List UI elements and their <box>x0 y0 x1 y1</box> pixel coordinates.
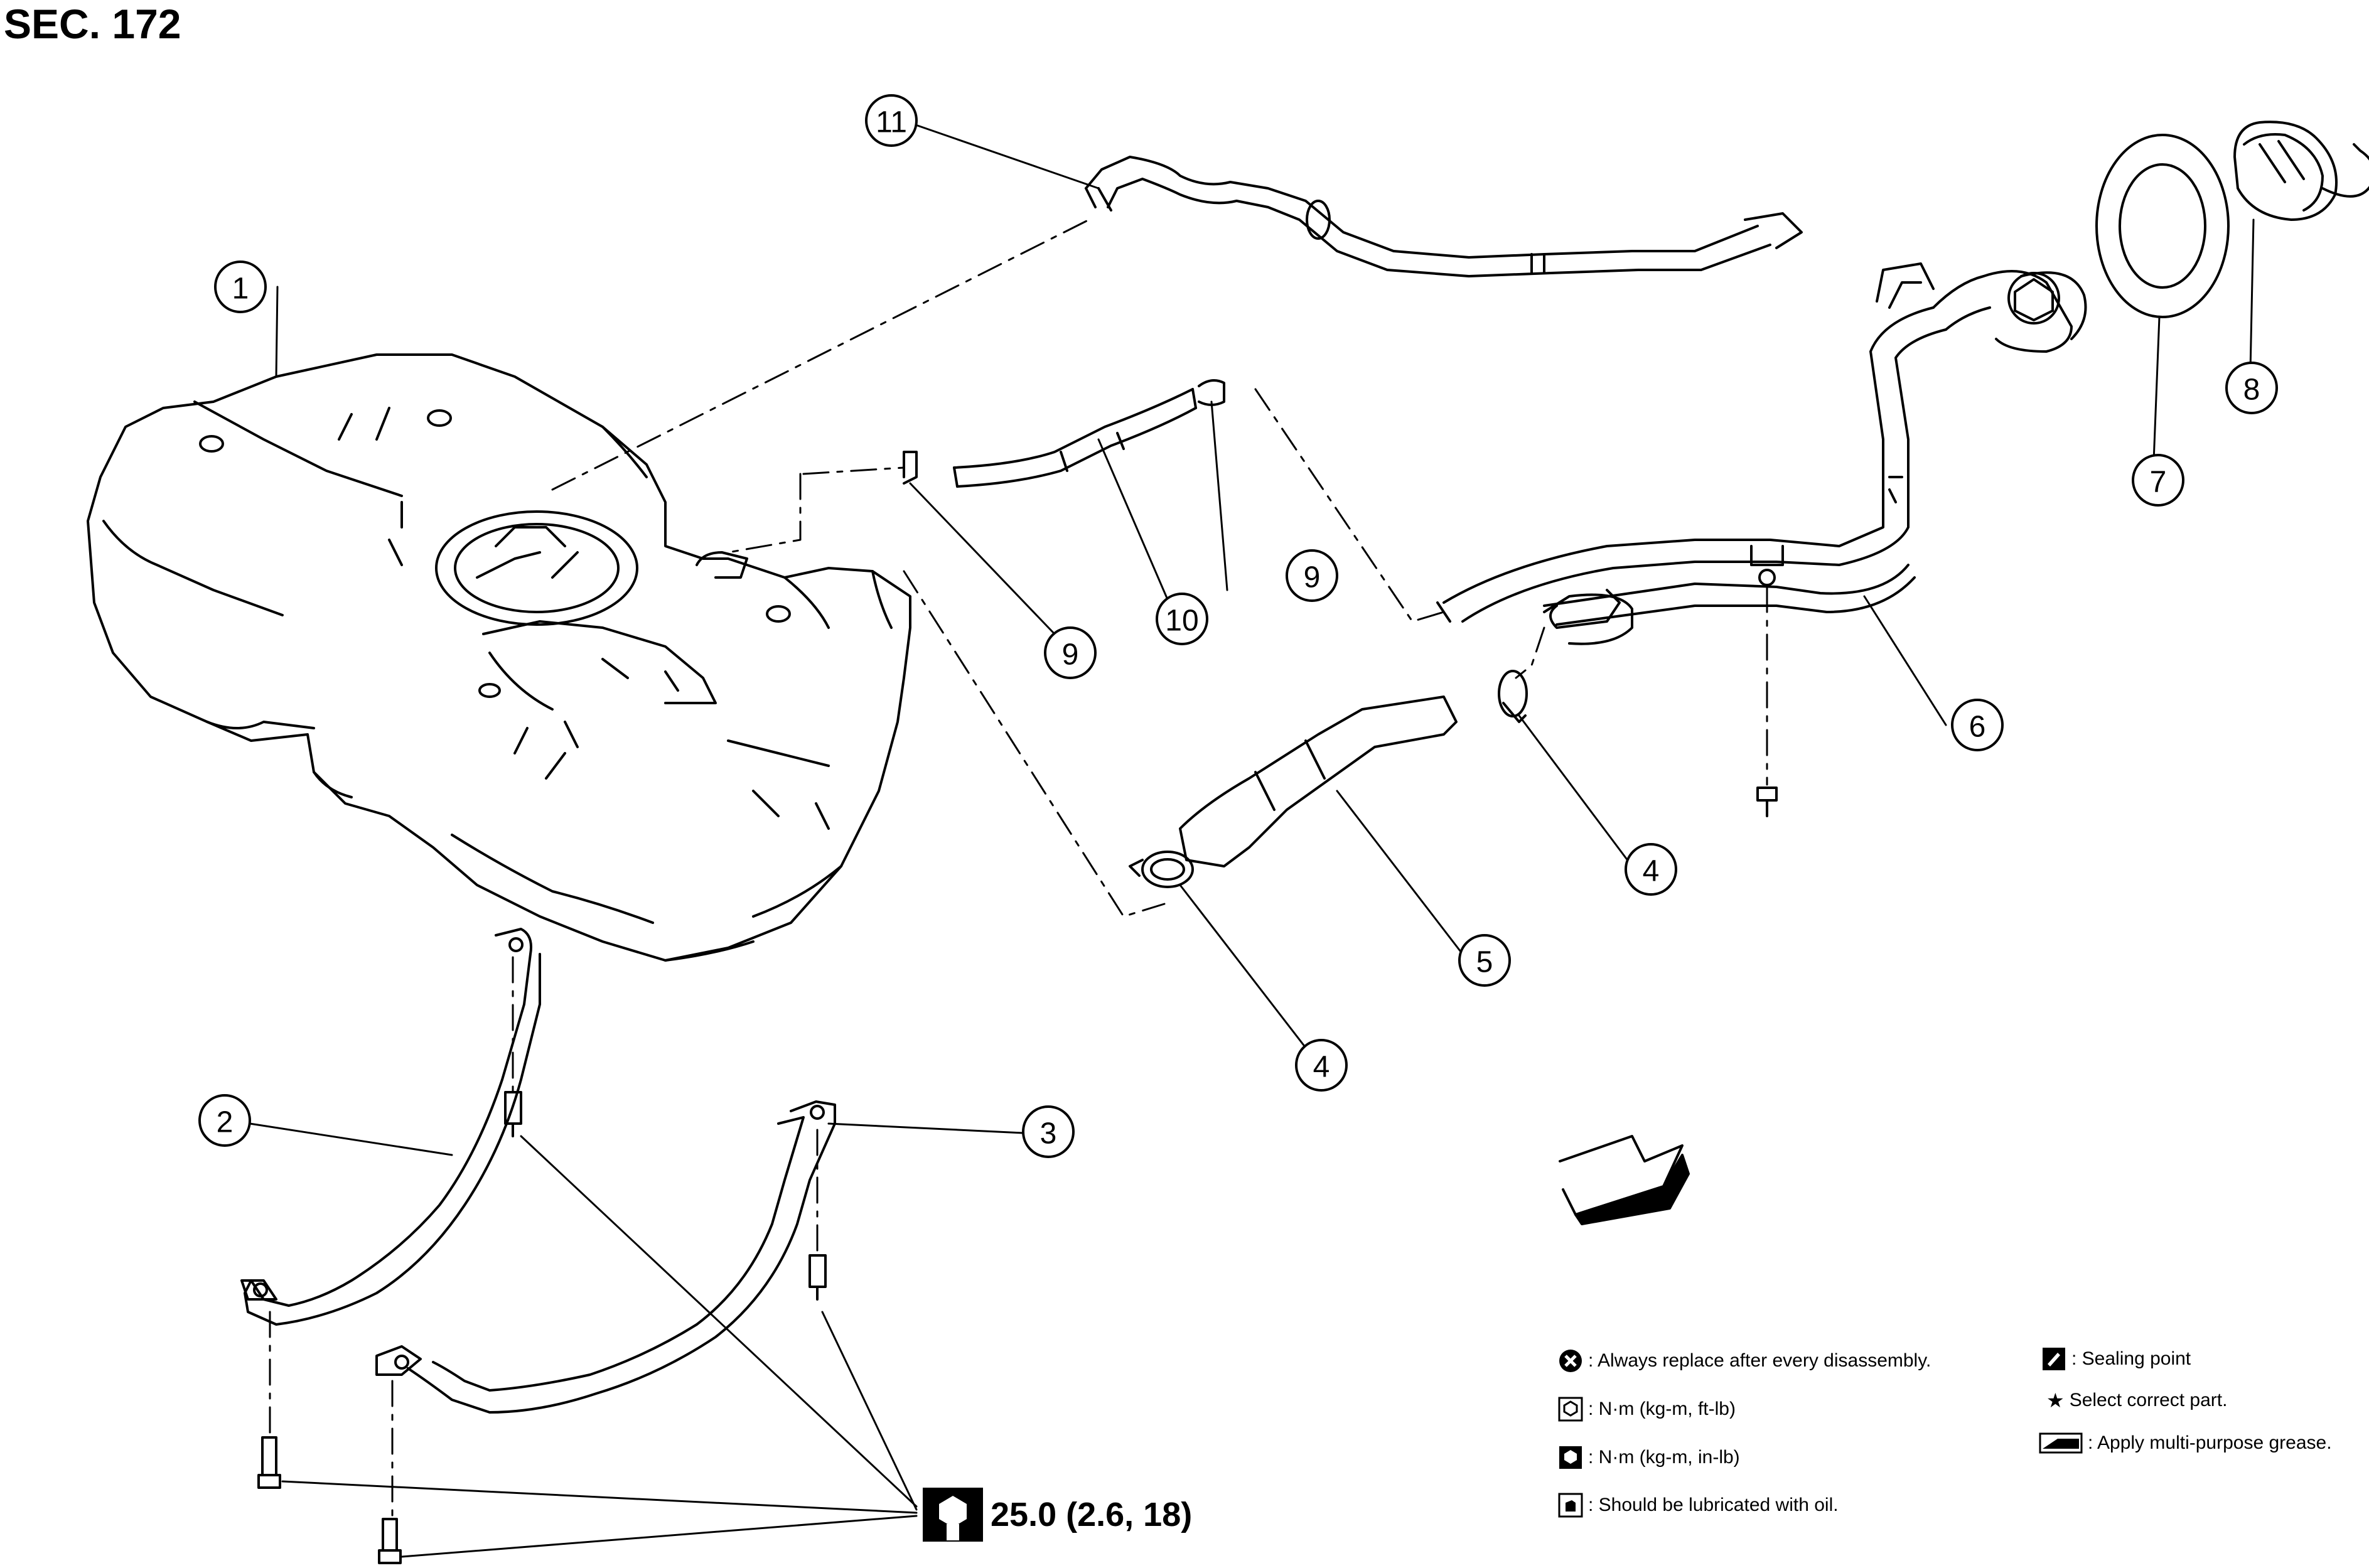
callout-6: 6 <box>1951 699 2004 751</box>
legend-sealing-text: : Sealing point <box>2071 1348 2191 1369</box>
wrench-torque-icon <box>1558 1397 1583 1422</box>
svg-text:9: 9 <box>1062 638 1079 672</box>
callout-2: 2 <box>198 1094 251 1147</box>
svg-text:5: 5 <box>1476 946 1493 979</box>
strap-bolt-2 <box>808 1254 827 1301</box>
svg-text:4: 4 <box>1313 1051 1330 1084</box>
callout-4-upper: 4 <box>1625 843 1677 896</box>
hose-clamp-lower <box>1129 851 1194 888</box>
legend-grease-text: : Apply multi-purpose grease. <box>2088 1432 2332 1453</box>
vent-hose-11 <box>1085 156 1803 277</box>
filler-tube <box>1436 262 2087 629</box>
oil-can-icon <box>1558 1493 1583 1518</box>
hose-clamp-upper <box>1498 670 1528 723</box>
strap-bolt-4 <box>378 1518 402 1564</box>
callout-1: 1 <box>214 260 267 313</box>
legend-select: ★ Select correct part. <box>2046 1388 2227 1412</box>
strap-bolt-1 <box>504 1091 522 1137</box>
legend-replace-text: : Always replace after every disassembly… <box>1588 1350 1931 1371</box>
hose-5 <box>1179 593 1633 867</box>
wrench-torque-icon <box>923 1488 983 1542</box>
legend-torque-inlb-text: : N·m (kg-m, in-lb) <box>1588 1447 1740 1468</box>
callout-10: 10 <box>1156 593 1208 645</box>
filler-bracket-bolt <box>1756 787 1778 817</box>
legend-torque-inlb: : N·m (kg-m, in-lb) <box>1558 1445 1740 1470</box>
svg-text:3: 3 <box>1040 1117 1057 1151</box>
callout-7: 7 <box>2132 454 2184 507</box>
legend-grease: : Apply multi-purpose grease. <box>2039 1432 2332 1454</box>
sealant-tube-icon <box>2043 1348 2065 1370</box>
svg-text:7: 7 <box>2150 466 2167 499</box>
callout-9-right: 9 <box>1286 549 1338 602</box>
svg-text:8: 8 <box>2243 373 2260 407</box>
tank-strap-left <box>240 928 541 1326</box>
fuel-cap <box>2233 121 2369 221</box>
svg-text:6: 6 <box>1969 711 1986 744</box>
tank-strap-right <box>375 1100 836 1414</box>
svg-text:1: 1 <box>232 272 249 306</box>
callout-5: 5 <box>1458 934 1511 987</box>
svg-text:9: 9 <box>1304 561 1321 594</box>
fuel-tank <box>87 353 911 962</box>
torque-spec: 25.0 (2.6, 18) <box>921 1486 1192 1543</box>
x-circle-icon <box>1559 1350 1582 1372</box>
hose-10 <box>903 379 1225 488</box>
legend-oil: : Should be lubricated with oil. <box>1558 1493 1839 1518</box>
svg-text:11: 11 <box>876 106 907 139</box>
callout-4-lower: 4 <box>1295 1039 1348 1092</box>
section-label: SEC. 172 <box>4 1 181 47</box>
callout-11: 11 <box>865 94 918 147</box>
legend-select-text: Select correct part. <box>2069 1390 2228 1410</box>
filler-gasket <box>2095 134 2230 318</box>
legend-replace: : Always replace after every disassembly… <box>1558 1348 1931 1373</box>
svg-text:4: 4 <box>1643 855 1660 888</box>
wrench-torque-filled-icon <box>1559 1446 1582 1469</box>
legend-oil-text: : Should be lubricated with oil. <box>1588 1495 1839 1515</box>
torque-value: 25.0 (2.6, 18) <box>991 1496 1193 1533</box>
callout-3: 3 <box>1022 1105 1075 1158</box>
svg-text:2: 2 <box>217 1106 234 1139</box>
grease-gun-icon <box>2039 1432 2083 1454</box>
strap-bolt-3 <box>257 1436 281 1489</box>
legend-torque-nm: : N·m (kg-m, ft-lb) <box>1558 1397 1736 1422</box>
svg-text:10: 10 <box>1165 604 1198 638</box>
callout-8: 8 <box>2225 362 2278 414</box>
star-icon: ★ <box>2046 1389 2065 1412</box>
front-direction-arrow <box>1559 1135 1690 1225</box>
legend-torque-nm-text: : N·m (kg-m, ft-lb) <box>1588 1399 1736 1419</box>
legend-sealing: : Sealing point <box>2041 1346 2191 1372</box>
callout-9-left: 9 <box>1044 626 1097 679</box>
